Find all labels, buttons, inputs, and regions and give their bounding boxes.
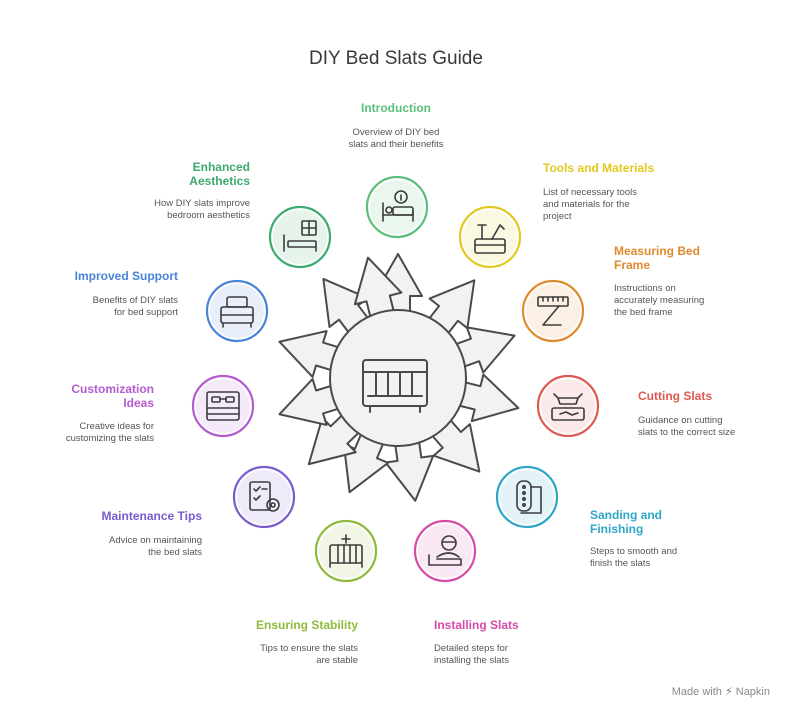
step-node-fill xyxy=(273,210,327,264)
step-node-circle xyxy=(536,374,600,438)
saw-cutting-icon xyxy=(551,393,585,421)
worker-bed-icon xyxy=(428,535,462,566)
hub xyxy=(329,309,467,447)
step-label-maintenance-tips: Maintenance Tips xyxy=(101,509,202,523)
step-node-circle xyxy=(205,279,269,343)
step-node-circle xyxy=(314,519,378,583)
step-label-customization-ideas: Customization Ideas xyxy=(71,382,154,410)
step-node xyxy=(232,465,296,529)
step-node-fill xyxy=(463,210,517,264)
step-label-ensuring-stability: Ensuring Stability xyxy=(255,618,358,632)
step-desc-sanding-and-finishing: Steps to smooth and finish the slats xyxy=(590,546,678,569)
made-with-napkin-footer: Made with ⚡ Napkin xyxy=(672,685,770,698)
step-node-fill xyxy=(500,470,554,524)
step-node xyxy=(495,465,559,529)
checklist-gear-icon xyxy=(249,481,280,512)
step-node-circle xyxy=(191,374,255,438)
mattress-bed-icon xyxy=(220,296,254,328)
step-desc-improved-support: Benefits of DIY slats for bed support xyxy=(92,295,178,318)
step-node-fill xyxy=(541,379,595,433)
step-desc-customization-ideas: Creative ideas for customizing the slats xyxy=(65,421,154,444)
footer-brand: Napkin xyxy=(735,686,770,698)
step-label-measuring-bed-frame: Measuring Bed Frame xyxy=(614,244,701,272)
footer-made-with: Made with xyxy=(671,686,722,698)
step-node xyxy=(521,279,585,343)
step-node xyxy=(413,519,477,583)
bed-info-icon xyxy=(382,190,414,222)
step-node-circle xyxy=(268,205,332,269)
step-desc-enhanced-aesthetics: How DIY slats improve bedroom aesthetics xyxy=(154,198,250,221)
step-desc-cutting-slats: Guidance on cutting slats to the correct… xyxy=(638,415,736,438)
step-node-fill xyxy=(418,524,472,578)
step-desc-introduction: Overview of DIY bed slats and their bene… xyxy=(348,127,444,150)
step-label-introduction: Introduction xyxy=(361,101,431,115)
step-node xyxy=(191,374,255,438)
step-node xyxy=(458,205,522,269)
step-label-cutting-slats: Cutting Slats xyxy=(638,389,712,403)
sandpaper-icon xyxy=(516,480,542,514)
step-desc-tools-and-materials: List of necessary tools and materials fo… xyxy=(543,187,637,222)
step-node-circle xyxy=(413,519,477,583)
step-node xyxy=(205,279,269,343)
step-node xyxy=(536,374,600,438)
step-desc-installing-slats: Detailed steps for installing the slats xyxy=(434,643,509,666)
step-label-enhanced-aesthetics: Enhanced Aesthetics xyxy=(189,160,250,188)
bed-glasses-icon xyxy=(206,391,240,421)
step-label-sanding-and-finishing: Sanding and Finishing xyxy=(590,508,662,536)
step-node-circle xyxy=(521,279,585,343)
step-desc-measuring-bed-frame: Instructions on accurately measuring the… xyxy=(614,283,705,318)
step-label-installing-slats: Installing Slats xyxy=(434,618,519,632)
step-node-fill xyxy=(210,284,264,338)
step-node-fill xyxy=(237,470,291,524)
bed-frame-slats-icon xyxy=(362,359,428,413)
step-label-improved-support: Improved Support xyxy=(74,269,178,283)
step-node-fill xyxy=(196,379,250,433)
step-desc-ensuring-stability: Tips to ensure the slats are stable xyxy=(260,643,358,666)
step-label-tools-and-materials: Tools and Materials xyxy=(543,161,655,175)
toolbox-icon xyxy=(474,224,506,254)
step-node xyxy=(314,519,378,583)
step-desc-maintenance-tips: Advice on maintaining the bed slats xyxy=(109,535,202,558)
step-node-fill xyxy=(319,524,373,578)
page-title: DIY Bed Slats Guide xyxy=(309,48,483,69)
measuring-ruler-icon xyxy=(537,296,569,326)
step-node-circle xyxy=(495,465,559,529)
bedroom-window-icon xyxy=(283,220,317,252)
nodes-layer xyxy=(191,175,600,583)
napkin-logo-icon: ⚡ xyxy=(724,686,733,698)
step-node-circle xyxy=(232,465,296,529)
step-node-fill xyxy=(526,284,580,338)
crib-stability-icon xyxy=(329,534,363,568)
step-node xyxy=(365,175,429,239)
hub-circle xyxy=(329,309,467,447)
step-node xyxy=(268,205,332,269)
